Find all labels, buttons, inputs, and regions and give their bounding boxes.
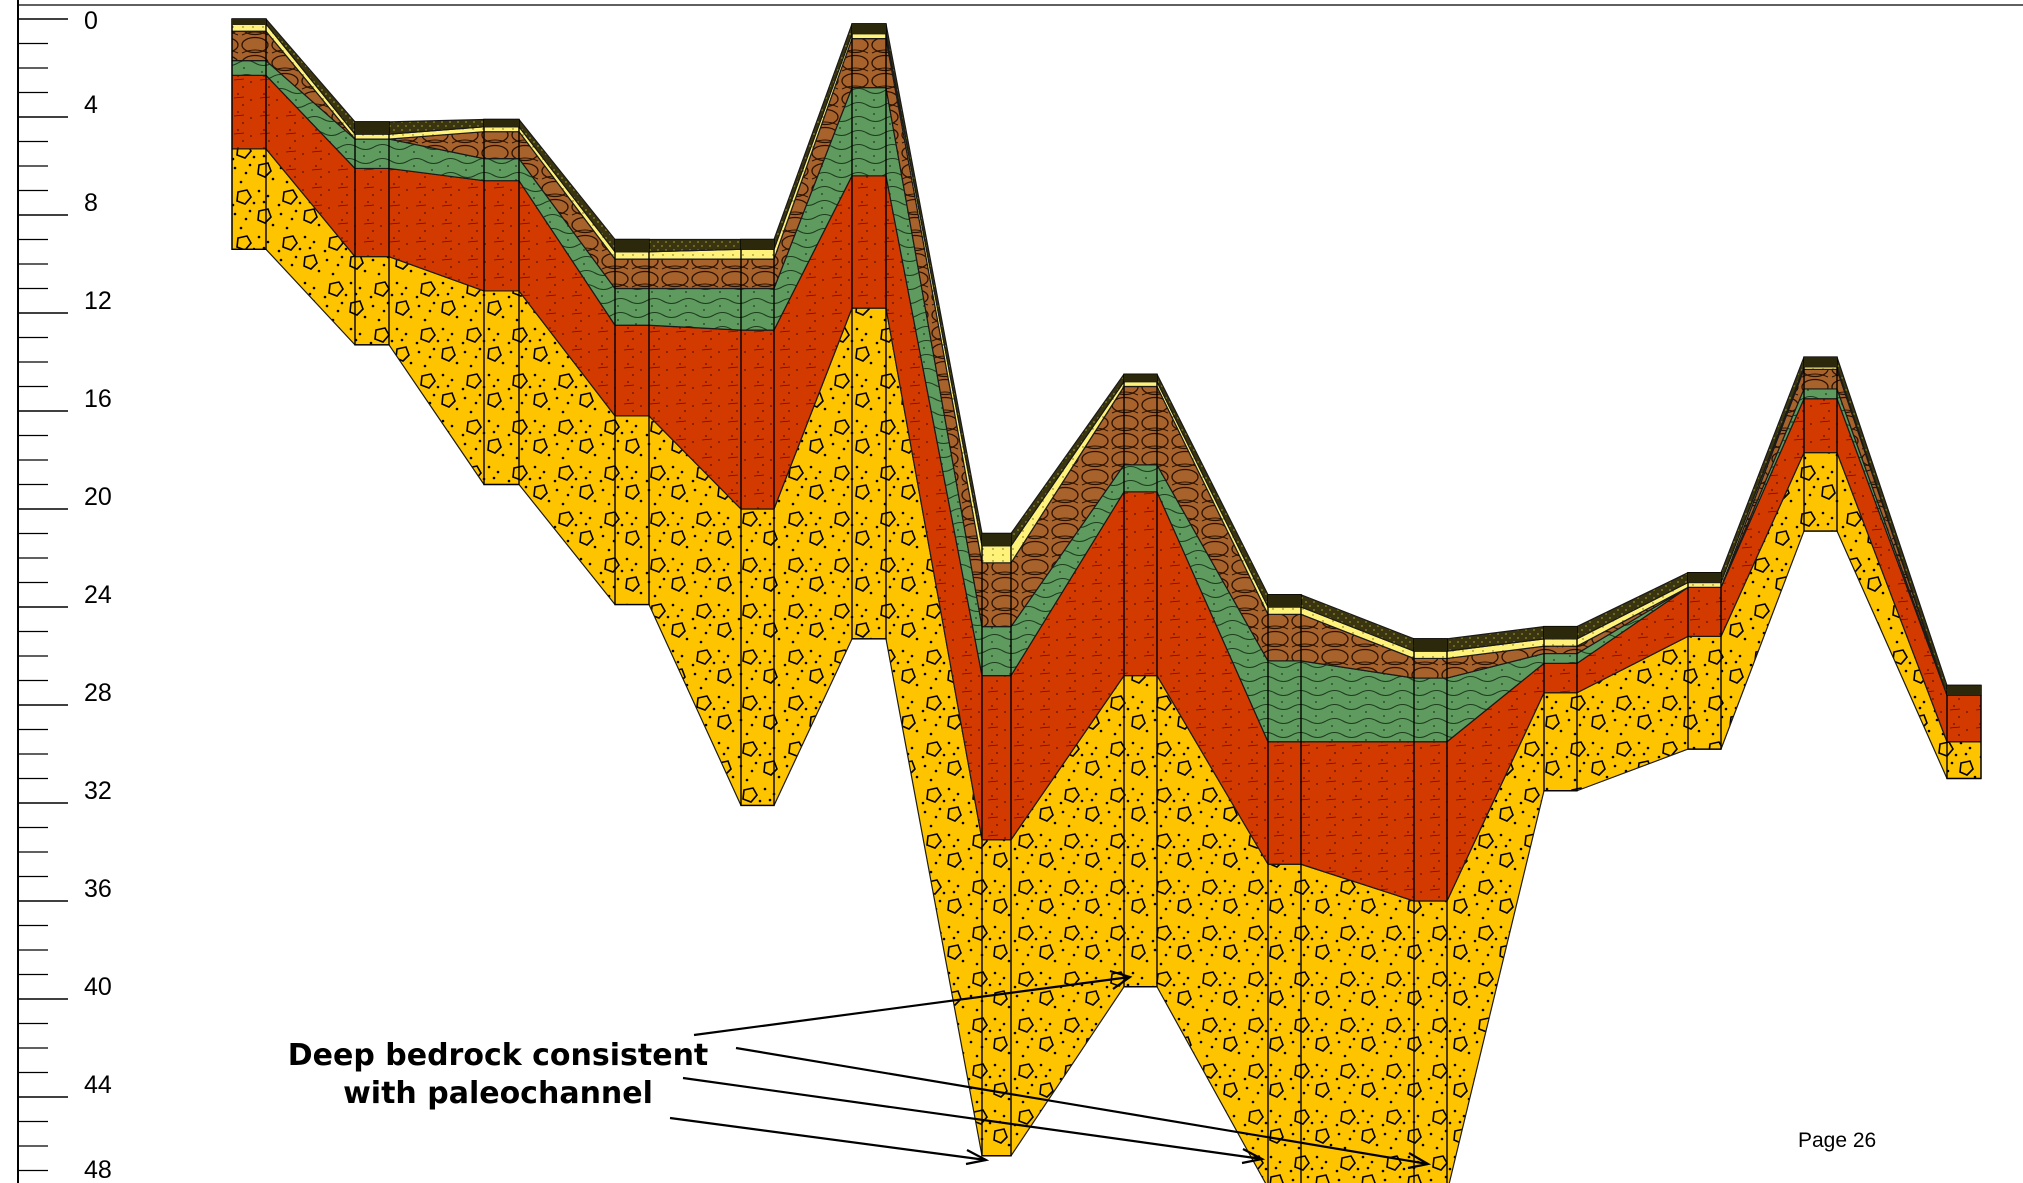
arrowhead-10 xyxy=(1407,1152,1432,1170)
depth-label-20: 20 xyxy=(84,483,112,511)
arrowhead-9 xyxy=(1241,1148,1266,1165)
borehole-cap xyxy=(615,239,649,252)
borehole-cap xyxy=(1947,685,1981,696)
depth-label-48: 48 xyxy=(84,1156,112,1183)
borehole-cap xyxy=(1414,638,1447,652)
annotation-line-1: Deep bedrock consistent xyxy=(288,1038,709,1073)
borehole-cap xyxy=(982,533,1011,546)
depth-label-8: 8 xyxy=(84,189,98,217)
arrowhead-8 xyxy=(1109,969,1133,990)
depth-label-24: 24 xyxy=(84,581,112,609)
depth-label-44: 44 xyxy=(84,1071,112,1099)
depth-label-12: 12 xyxy=(84,287,112,315)
annotation-arrows xyxy=(669,969,1432,1170)
depth-ticks xyxy=(18,18,68,1172)
borehole-cap xyxy=(852,23,886,34)
arrowhead-7 xyxy=(965,1149,990,1166)
arrow-to-borehole-7 xyxy=(669,1116,987,1162)
paleochannel-annotation: Deep bedrock consistent with paleochanne… xyxy=(288,969,1432,1170)
depth-label-28: 28 xyxy=(84,679,112,707)
depth-label-36: 36 xyxy=(84,875,112,903)
annotation-line-2: with paleochannel xyxy=(343,1076,653,1111)
borehole-cap xyxy=(1268,594,1301,607)
borehole-cap xyxy=(1124,374,1157,382)
depth-label-4: 4 xyxy=(84,91,98,119)
borehole-cap xyxy=(1804,357,1837,367)
arrow-to-borehole-10 xyxy=(735,1046,1429,1166)
borehole-cap xyxy=(484,119,519,127)
borehole-cap xyxy=(355,121,389,135)
arrow-to-borehole-8 xyxy=(693,975,1131,1037)
borehole-cap xyxy=(741,239,774,250)
depth-label-0: 0 xyxy=(84,7,98,35)
depth-axis: 0 4 8 12 16 20 24 28 32 36 40 44 48 xyxy=(17,0,2023,1183)
depth-label-16: 16 xyxy=(84,385,112,413)
arrow-to-borehole-9 xyxy=(682,1076,1263,1161)
depth-label-32: 32 xyxy=(84,777,112,805)
depth-label-40: 40 xyxy=(84,973,112,1001)
stratigraphy-layers xyxy=(231,18,1982,1183)
borehole-cap xyxy=(232,19,266,25)
borehole-columns xyxy=(231,18,1982,1183)
page-number: Page 26 xyxy=(1798,1129,1876,1152)
borehole-cap xyxy=(1688,572,1721,583)
borehole-cap xyxy=(1544,626,1577,639)
